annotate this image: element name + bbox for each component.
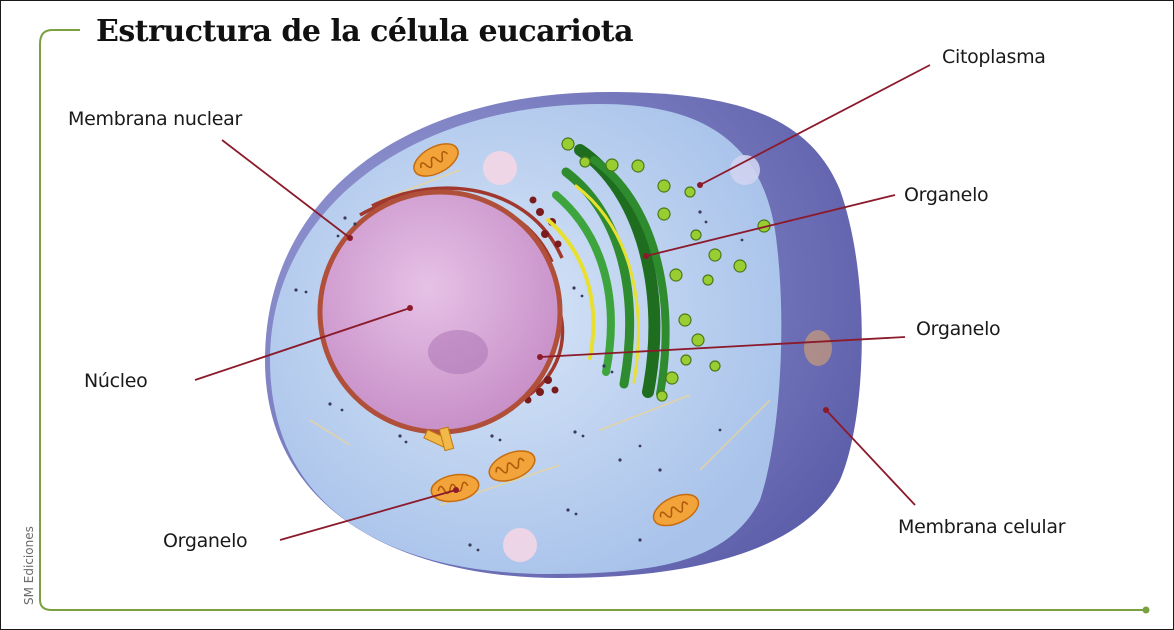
vesicle <box>503 528 537 562</box>
label-organelo-reticulo: Organelo <box>916 318 1000 340</box>
label-nucleo: Núcleo <box>84 370 148 392</box>
label-membrana-celular: Membrana celular <box>898 516 1065 538</box>
vesicle <box>483 151 517 185</box>
label-citoplasma: Citoplasma <box>942 46 1046 68</box>
mitochondrion-faded <box>804 330 832 366</box>
label-organelo-golgi: Organelo <box>904 184 988 206</box>
nucleus <box>320 192 560 432</box>
label-membrana-nuclear: Membrana nuclear <box>68 108 242 130</box>
credit-text: SM Ediciones <box>22 526 36 605</box>
vesicle <box>730 155 760 185</box>
nucleolus <box>428 330 488 374</box>
diagram-title: Estructura de la célula eucariota <box>96 14 633 49</box>
frame-end-dot <box>1143 607 1150 614</box>
label-organelo-mitocondria: Organelo <box>163 530 247 552</box>
leader-membrana-nuclear <box>222 140 350 238</box>
